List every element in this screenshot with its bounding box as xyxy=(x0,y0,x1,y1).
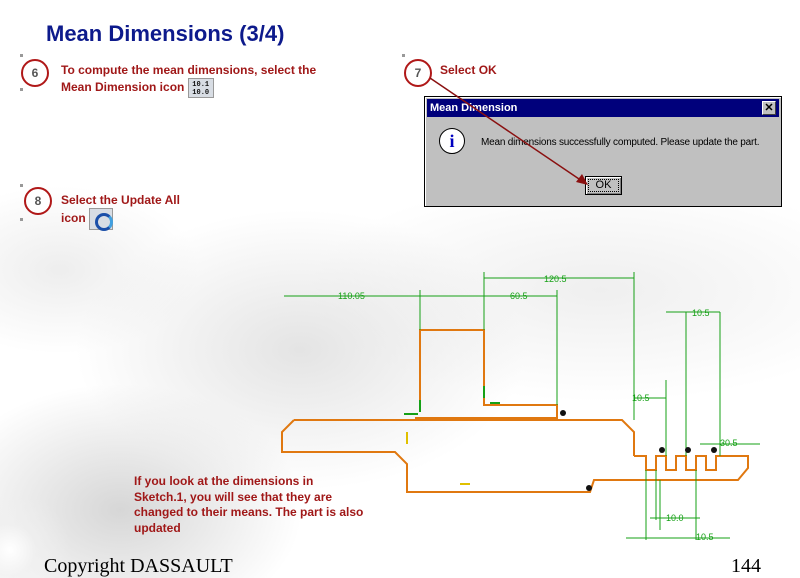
bullet-dot xyxy=(20,54,23,57)
dim-label: 10.5 xyxy=(696,532,714,542)
copyright: Copyright DASSAULT xyxy=(44,555,233,577)
step-8-line2: icon xyxy=(61,208,180,231)
dim-label: 10.5 xyxy=(692,308,710,318)
step-6-line1: To compute the mean dimensions, select t… xyxy=(61,63,317,77)
step-6-text: To compute the mean dimensions, select t… xyxy=(61,62,316,98)
step-badge-6: 6 xyxy=(21,59,49,87)
dim-label: 120.5 xyxy=(544,274,567,284)
profile-lower xyxy=(281,419,749,493)
dim-label: 110.05 xyxy=(338,291,365,301)
constraint-glyphs xyxy=(404,386,500,415)
step-6-line2-text: Mean Dimension icon xyxy=(61,80,185,95)
profile-top xyxy=(294,419,635,456)
step-8-line2-text: icon xyxy=(61,211,86,226)
sketch-profile xyxy=(281,329,749,493)
dim-label: 10.5 xyxy=(632,393,650,403)
step-badge-8: 8 xyxy=(24,187,52,215)
page-number: 144 xyxy=(731,555,761,577)
bullet-dot xyxy=(20,184,23,187)
bullet-dot xyxy=(20,88,23,91)
bullet-dot xyxy=(402,54,405,57)
constraint-markers xyxy=(560,410,717,491)
bullet-dot xyxy=(20,218,23,221)
page-title: Mean Dimensions (3/4) xyxy=(46,21,285,46)
dim-label: 10.0 xyxy=(666,513,684,523)
constraint-glyphs-yellow xyxy=(406,432,470,485)
close-icon[interactable]: ✕ xyxy=(762,101,776,115)
dimension-lines xyxy=(284,272,760,540)
background-flare xyxy=(0,500,80,578)
step-7-text: Select OK xyxy=(440,63,497,77)
step-badge-7: 7 xyxy=(404,59,432,87)
step-8-text: Select the Update All icon xyxy=(61,192,180,231)
ok-button[interactable]: OK xyxy=(585,176,622,195)
dim-label: 30.5 xyxy=(720,438,738,448)
profile-upper xyxy=(415,329,558,419)
dialog-message: Mean dimensions successfully computed. P… xyxy=(481,137,760,148)
dimension-labels: 120.5 110.05 60.5 10.5 10.5 30.5 10.0 10… xyxy=(338,274,738,542)
dim-label: 60.5 xyxy=(510,291,528,301)
step-6-line2: Mean Dimension icon 10.1 10.0 xyxy=(61,78,316,98)
mean-dimension-icon[interactable]: 10.1 10.0 xyxy=(187,78,214,98)
step-8-line1: Select the Update All xyxy=(61,193,180,207)
update-all-icon[interactable] xyxy=(89,208,114,231)
explanation-note: If you look at the dimensions in Sketch.… xyxy=(134,474,364,535)
